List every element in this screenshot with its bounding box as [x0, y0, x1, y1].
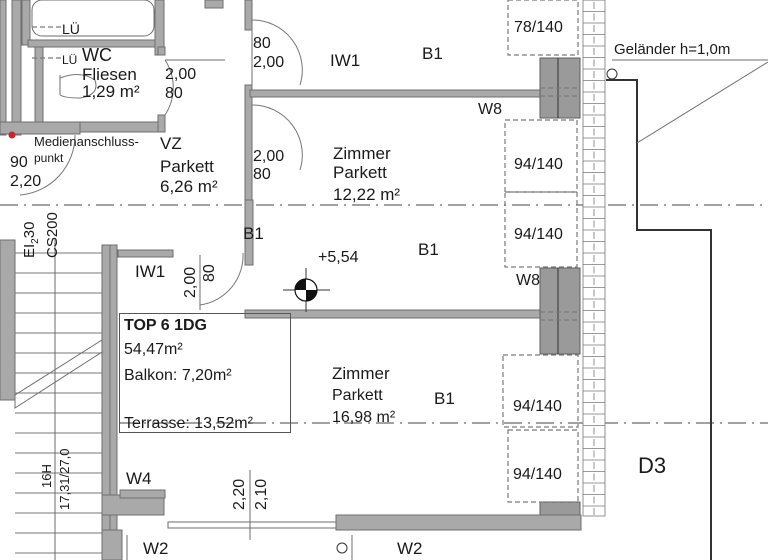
- bathtub: [31, 0, 155, 37]
- door-entry-width: 90: [10, 154, 28, 171]
- unit-info-box: [119, 313, 291, 433]
- wall-left-inner: [11, 0, 22, 136]
- door-wc-width: 80: [165, 85, 183, 102]
- wall-code-b1-lower: B1: [434, 389, 455, 408]
- stair-break: [14, 339, 103, 409]
- pillar-lower: [539, 501, 581, 517]
- wall-iw1-top: [117, 249, 174, 258]
- wall-code-b1-mid-left: B1: [243, 224, 264, 243]
- wall-lower-bottom: [335, 514, 582, 531]
- room-name-vz: VZ: [160, 134, 182, 153]
- door-middle-height: 2,00: [253, 148, 285, 165]
- wall-wc-right: [157, 46, 166, 56]
- wall-code-w8-upper: W8: [478, 101, 502, 118]
- wall-code-w2-left: W2: [143, 539, 169, 558]
- wall-corridor-right-lower: [244, 199, 254, 266]
- stair-ratio-label: 17,31/27,0: [57, 448, 72, 510]
- balcony-door-dim-a: 2,20: [231, 478, 248, 510]
- room-floor-wc: Fliesen: [82, 65, 137, 84]
- media-connection-dot: [8, 131, 16, 139]
- elevation-marker-icon: [283, 268, 330, 312]
- wall-code-w2-right: W2: [397, 539, 423, 558]
- balcony-door-track: [167, 521, 337, 529]
- wall-bath-left: [21, 0, 31, 46]
- window-size-94-140-a: 94/140: [514, 156, 563, 173]
- wall-code-w4: W4: [126, 469, 152, 488]
- wall-code-iw1-top: IW1: [330, 51, 361, 70]
- wall-wc-bottom-right: [79, 121, 166, 133]
- stair-wall-left: [0, 239, 16, 401]
- room-area-zimmer-2: 16,98 m²: [332, 409, 396, 426]
- wall-w4-stub: [119, 489, 166, 499]
- door-swing-middle-room: [251, 104, 303, 171]
- door-wc-height: 2,00: [165, 66, 197, 83]
- railing-outline: [606, 79, 712, 560]
- door-swing-iw1: [199, 252, 244, 306]
- wall-code-w8-lower: W8: [516, 272, 540, 289]
- wc-bowl: [59, 74, 97, 99]
- brick-facade: [582, 0, 606, 517]
- media-connection-label: Medienanschluss-: [34, 134, 139, 149]
- railing-label: Geländer h=1,0m: [614, 41, 731, 58]
- door-swing-entry: [19, 134, 76, 196]
- window-size-78-140: 78/140: [514, 19, 563, 36]
- roof-code-d3: D3: [638, 453, 667, 478]
- door-entry-height: 2,20: [10, 173, 42, 190]
- unit-title: TOP 6 1DG: [124, 317, 207, 334]
- wall-code-iw1-left: IW1: [135, 262, 166, 281]
- door-upper-height: 2,00: [253, 54, 285, 71]
- window-size-94-140-b: 94/140: [514, 226, 563, 243]
- pillar-middle: [539, 267, 581, 355]
- wall-bottom-left-pillar: [101, 529, 123, 560]
- wall-code-b1-mid: B1: [418, 240, 439, 259]
- room-floor-zimmer-1: Parkett: [333, 163, 387, 182]
- wall-corridor-right-top: [244, 0, 253, 31]
- door-middle-width: 80: [253, 166, 271, 183]
- room-floor-zimmer-2: Parkett: [332, 387, 383, 404]
- wall-code-b1-top: B1: [422, 44, 443, 63]
- door-swing-wc: [164, 59, 174, 116]
- window-size-94-140-c: 94/140: [513, 398, 562, 415]
- door-upper-width: 80: [253, 35, 271, 52]
- door-swing-upper-room: [251, 19, 303, 86]
- room-floor-vz: Parkett: [160, 157, 214, 176]
- wall-corridor-top-left: [204, 0, 224, 9]
- wall-upper-room-bottom: [249, 89, 541, 98]
- railing-diagonal: [636, 61, 768, 144]
- ventilation-label-top: LÜ: [62, 21, 80, 37]
- balcony-door-dim-b: 2,10: [253, 478, 270, 510]
- elevation-label: +5,54: [318, 249, 359, 266]
- door-iw1-width: 80: [201, 264, 218, 282]
- door-iw1-height: 2,00: [182, 266, 199, 298]
- room-area-zimmer-1: 12,22 m²: [333, 185, 401, 204]
- window-94-140-d: [507, 429, 579, 503]
- room-area-wc: 1,29 m²: [82, 82, 140, 101]
- staircase-steps: [15, 252, 102, 554]
- fire-class-label: CS200: [44, 212, 61, 258]
- room-name-zimmer-2: Zimmer: [332, 364, 390, 383]
- column-marker: [336, 542, 348, 554]
- wall-left-outer: [0, 0, 7, 136]
- window-size-94-140-d: 94/140: [513, 466, 562, 483]
- room-name-zimmer-1: Zimmer: [333, 144, 391, 163]
- window-78-140: [507, 0, 579, 56]
- room-name-wc: WC: [82, 45, 112, 65]
- wall-wc-right-lower: [157, 114, 166, 133]
- unit-terrace-area: Terrasse: 13,52m²: [124, 415, 253, 432]
- unit-area: 54,47m²: [124, 341, 183, 358]
- stair-steps-label: 16H: [39, 464, 54, 488]
- room-area-vz: 6,26 m²: [160, 177, 218, 196]
- unit-balcony-area: Balkon: 7,20m²: [124, 367, 232, 384]
- railing-post: [606, 68, 618, 80]
- fire-rating-label: EI230: [21, 221, 41, 258]
- window-94-140-b: [504, 191, 578, 268]
- window-94-140-c: [502, 354, 579, 428]
- media-connection-label-2: punkt: [34, 151, 64, 165]
- ventilation-label-wc: LÜ: [62, 53, 78, 67]
